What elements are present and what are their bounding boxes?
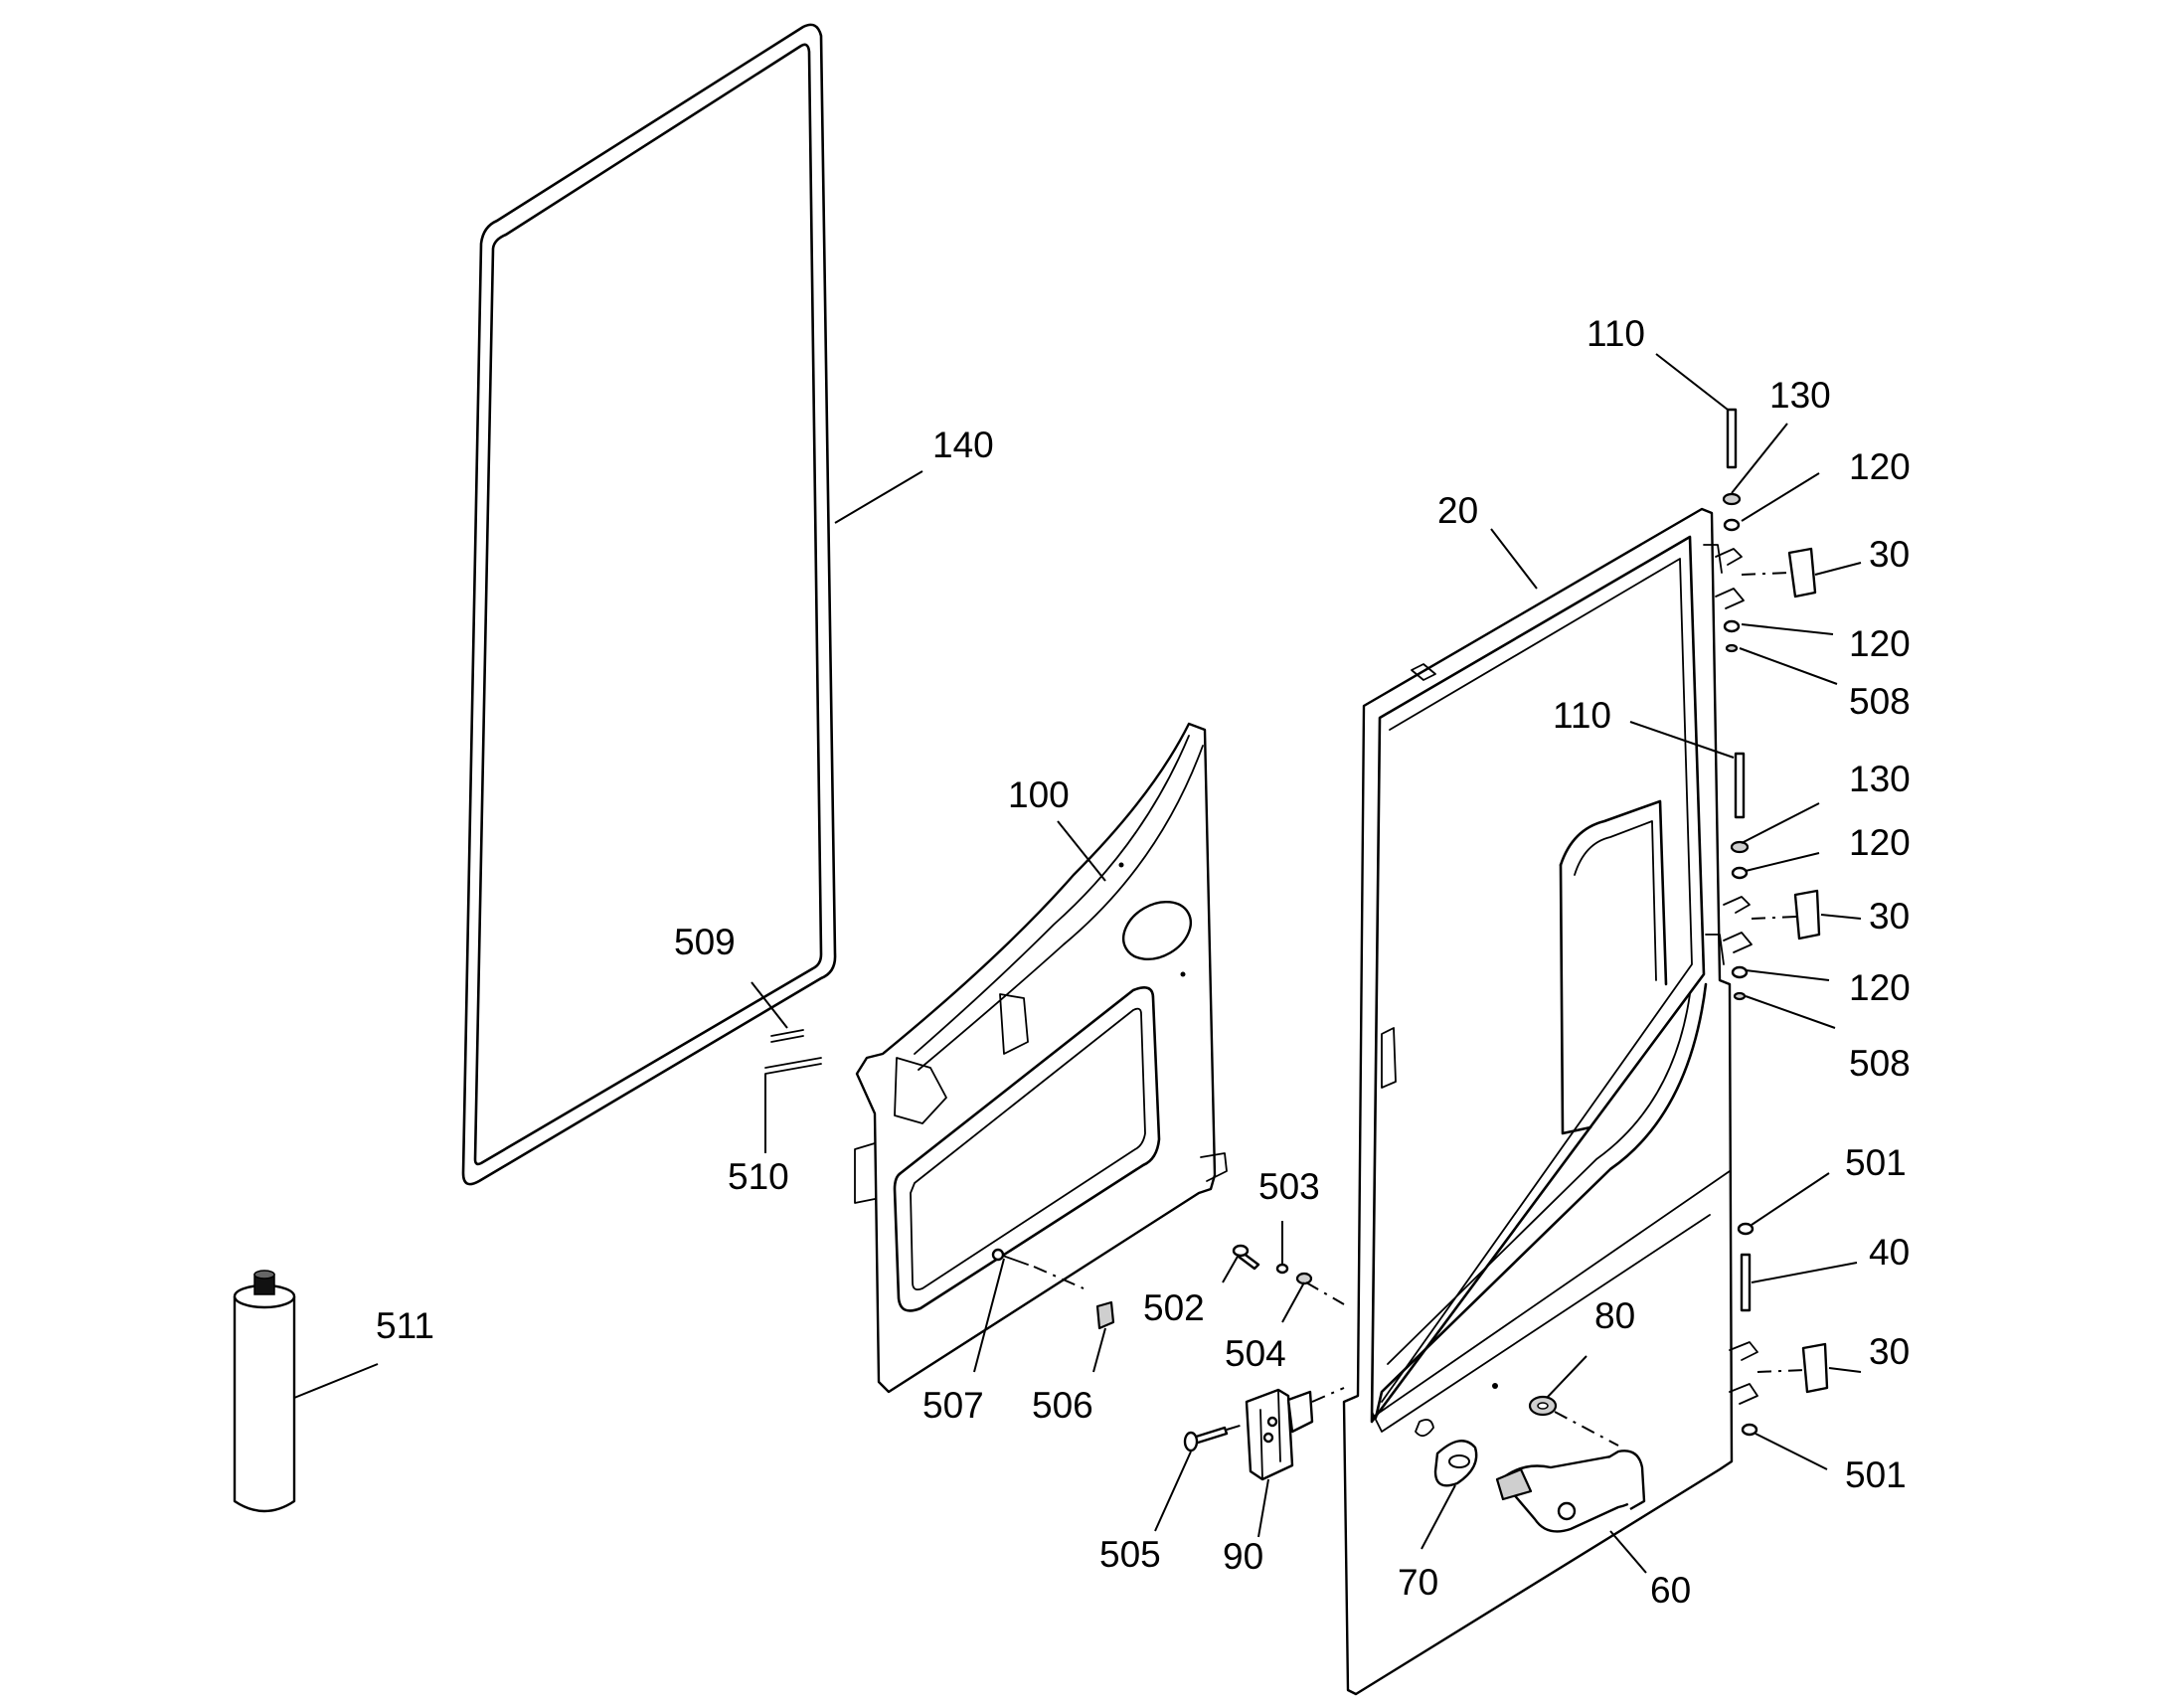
hinge-parts-middle <box>1723 752 1821 1001</box>
cylinder-part <box>233 1270 296 1513</box>
window-glass-part <box>461 23 837 1186</box>
trim-panel-part <box>854 722 1228 1394</box>
clip-parts <box>991 1248 1115 1330</box>
screw-502-part <box>1232 1244 1313 1285</box>
callout-130-upper: 130 <box>1769 375 1831 416</box>
lock-block-part <box>1245 1388 1314 1481</box>
callout-100: 100 <box>1008 774 1070 815</box>
callout-508-upper: 508 <box>1849 681 1911 722</box>
callout-30-middle: 30 <box>1869 896 1910 937</box>
hinge-parts-lower <box>1729 1222 1829 1437</box>
callout-502: 502 <box>1143 1287 1205 1328</box>
callout-503: 503 <box>1258 1166 1320 1207</box>
washer-part <box>1415 1383 1558 1438</box>
door-shell-part <box>1342 507 1734 1696</box>
callout-80: 80 <box>1594 1295 1635 1336</box>
callout-507: 507 <box>922 1385 984 1426</box>
callout-501-upper: 501 <box>1845 1142 1907 1183</box>
seal-strip-parts <box>764 1029 822 1075</box>
callout-511: 511 <box>376 1305 434 1346</box>
callout-70: 70 <box>1398 1562 1438 1603</box>
callout-60: 60 <box>1650 1570 1691 1611</box>
hinge-parts-upper <box>1715 408 1817 653</box>
callout-20: 20 <box>1437 490 1478 531</box>
leader-lines <box>293 353 1862 1574</box>
callout-120-fourth: 120 <box>1849 967 1911 1008</box>
handle-part <box>1495 1450 1646 1533</box>
callout-120-second: 120 <box>1849 623 1911 664</box>
callout-140: 140 <box>932 425 994 465</box>
callout-505: 505 <box>1099 1534 1161 1575</box>
callout-506: 506 <box>1032 1385 1093 1426</box>
callout-90: 90 <box>1223 1536 1263 1577</box>
callout-labels: 140 509 510 511 100 507 506 502 503 504 … <box>376 313 1911 1611</box>
escutcheon-part <box>1433 1440 1478 1487</box>
screw-505-part <box>1183 1426 1229 1452</box>
callout-110-middle: 110 <box>1553 695 1611 736</box>
callout-130-middle: 130 <box>1849 759 1911 799</box>
callout-510: 510 <box>728 1156 789 1197</box>
callout-120-third: 120 <box>1849 822 1911 863</box>
callout-508-lower: 508 <box>1849 1043 1911 1084</box>
assembly-axis-lines <box>1033 572 1806 1447</box>
callout-504: 504 <box>1225 1333 1286 1374</box>
callout-30-upper: 30 <box>1869 534 1910 575</box>
callout-501-lower: 501 <box>1845 1454 1907 1495</box>
callout-40: 40 <box>1869 1232 1910 1273</box>
callout-509: 509 <box>674 922 736 962</box>
callout-30-lower: 30 <box>1869 1331 1910 1372</box>
callout-120-first: 120 <box>1849 446 1911 487</box>
callout-110-upper: 110 <box>1587 313 1645 354</box>
